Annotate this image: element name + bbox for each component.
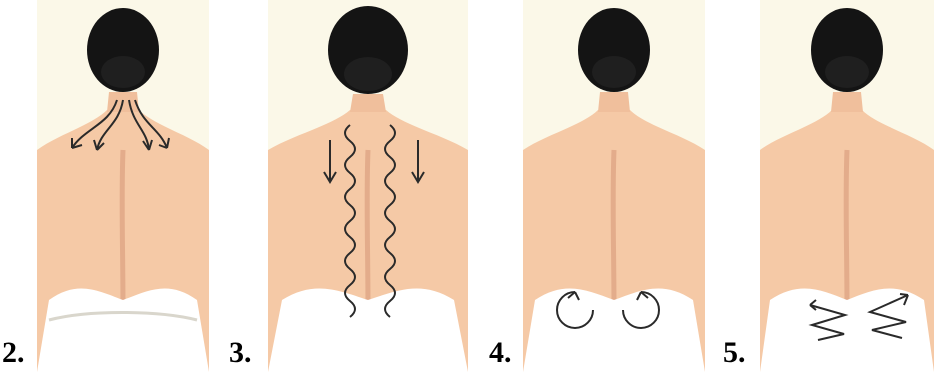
massage-step-3-image <box>268 0 468 372</box>
step-number-2: 2. <box>2 338 25 368</box>
back-figure <box>37 0 209 372</box>
step-number-4: 4. <box>489 338 512 368</box>
back-figure <box>268 0 468 372</box>
massage-step-5-image <box>760 0 934 372</box>
back-figure <box>760 0 934 372</box>
back-figure <box>523 0 705 372</box>
massage-step-2-image <box>37 0 209 372</box>
massage-step-4-image <box>523 0 705 372</box>
step-number-3: 3. <box>229 338 252 368</box>
step-number-5: 5. <box>723 338 746 368</box>
